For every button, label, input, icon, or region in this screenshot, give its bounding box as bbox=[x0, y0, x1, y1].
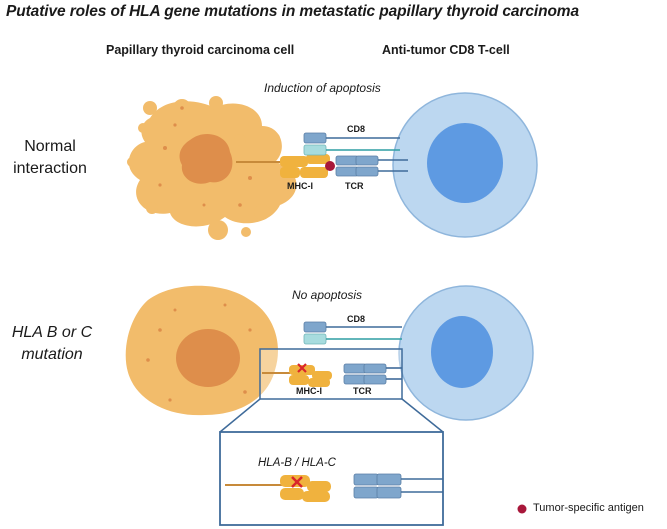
mhc-label-normal: MHC-I bbox=[287, 181, 313, 191]
row-label-mutation-line1: HLA B or C bbox=[11, 324, 93, 341]
t-cell-heading: Anti-tumor CD8 T-cell bbox=[382, 43, 510, 57]
tcr-mutation bbox=[343, 363, 402, 385]
cd8-label-mutation: CD8 bbox=[347, 314, 366, 324]
t-cell-mutation bbox=[398, 285, 534, 421]
outcome-mutation: No apoptosis bbox=[292, 288, 363, 302]
t-cell-normal bbox=[392, 92, 538, 238]
figure-title: Putative roles of HLA gene mutations in … bbox=[6, 3, 580, 20]
row-label-mutation: HLA B or C mutation bbox=[2, 322, 102, 366]
zoom-connectors bbox=[219, 398, 444, 433]
tumor-cell-irregular bbox=[127, 96, 297, 240]
outcome-normal: Induction of apoptosis bbox=[264, 81, 381, 95]
row-label-normal-line2: interaction bbox=[13, 160, 87, 177]
mhc-i-mutated bbox=[262, 363, 332, 387]
mutation-x-mark bbox=[297, 363, 307, 373]
mhc-i-normal bbox=[236, 154, 330, 178]
tcr-label-mutation: TCR bbox=[353, 386, 372, 396]
row-label-normal-line1: Normal bbox=[24, 138, 76, 155]
tumor-cell-round bbox=[125, 285, 278, 416]
zoom-hla-label: HLA-B / HLA-C bbox=[258, 457, 336, 469]
cd8-label-normal: CD8 bbox=[347, 124, 366, 134]
mhc-label-mutation: MHC-I bbox=[296, 386, 322, 396]
tcr-normal bbox=[335, 155, 408, 177]
legend-antigen-label: Tumor-specific antigen bbox=[533, 502, 644, 514]
mutation-x-mark-zoomed bbox=[291, 476, 303, 488]
cd8-mutation bbox=[303, 321, 402, 345]
tumor-antigen-marker bbox=[325, 161, 335, 171]
row-label-normal: Normal interaction bbox=[2, 136, 98, 180]
tcr-zoomed bbox=[353, 473, 443, 499]
cd8-normal bbox=[303, 132, 400, 156]
tcr-label-normal: TCR bbox=[345, 181, 364, 191]
row-label-mutation-line2: mutation bbox=[21, 346, 83, 363]
tumor-cell-heading: Papillary thyroid carcinoma cell bbox=[106, 43, 295, 57]
legend-antigen-dot bbox=[517, 504, 527, 514]
mhc-i-zoomed bbox=[225, 475, 331, 502]
